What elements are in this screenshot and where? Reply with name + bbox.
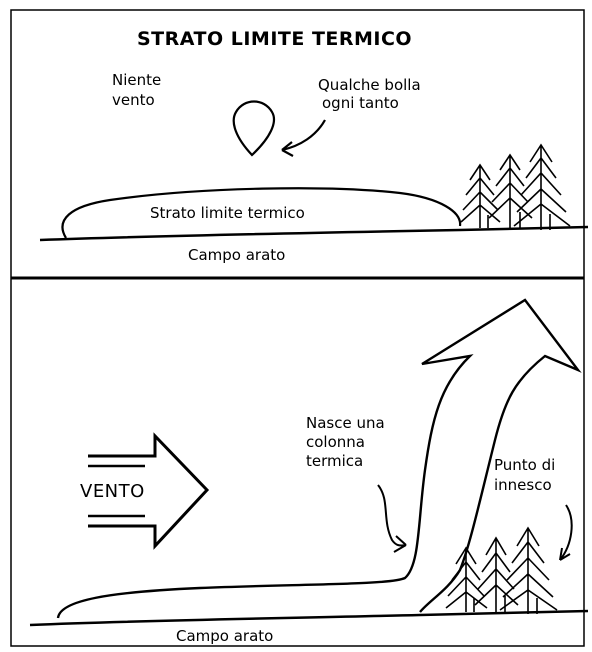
bubble-label-line1: Qualche bolla [318,76,421,94]
column-label-line3: termica [306,452,363,470]
column-label-line2: colonna [306,433,365,451]
boundary-layer-shape [61,187,462,239]
trigger-pointer-arrow [559,504,573,561]
no-wind-label-line2: vento [112,91,155,109]
outer-frame [10,9,585,647]
wind-arrow-icon [88,432,210,550]
thermal-bubble-icon [232,100,276,157]
thermal-column-arrow [56,298,582,619]
trigger-label-line2: innesco [494,476,552,494]
trigger-label-line1: Punto di [494,456,555,474]
boundary-layer-label: Strato limite termico [150,204,305,222]
column-pointer-arrowhead [393,535,407,553]
wind-arrow-inner-lines [88,464,145,518]
bubble-pointer-arrowhead [281,141,294,157]
bubble-label-line2: ogni tanto [322,94,399,112]
bottom-trees-icon [445,526,558,614]
bubble-pointer-arrow [281,119,326,152]
top-ground-line [39,225,589,242]
wind-label: VENTO [80,481,145,502]
bottom-panel: VENTO Nasce una colonna termica Punto di… [29,298,589,645]
top-panel: STRATO LIMITE TERMICO Niente vento Qualc… [39,28,589,264]
column-label-line1: Nasce una [306,414,385,432]
top-title: STRATO LIMITE TERMICO [137,28,412,50]
top-trees-icon [460,143,571,230]
trigger-pointer-arrowhead [559,547,571,561]
bottom-ground-label: Campo arato [176,627,273,645]
no-wind-label-line1: Niente [112,71,161,89]
column-pointer-arrow [377,484,407,547]
top-ground-label: Campo arato [188,246,285,264]
bottom-ground-line [29,609,589,627]
